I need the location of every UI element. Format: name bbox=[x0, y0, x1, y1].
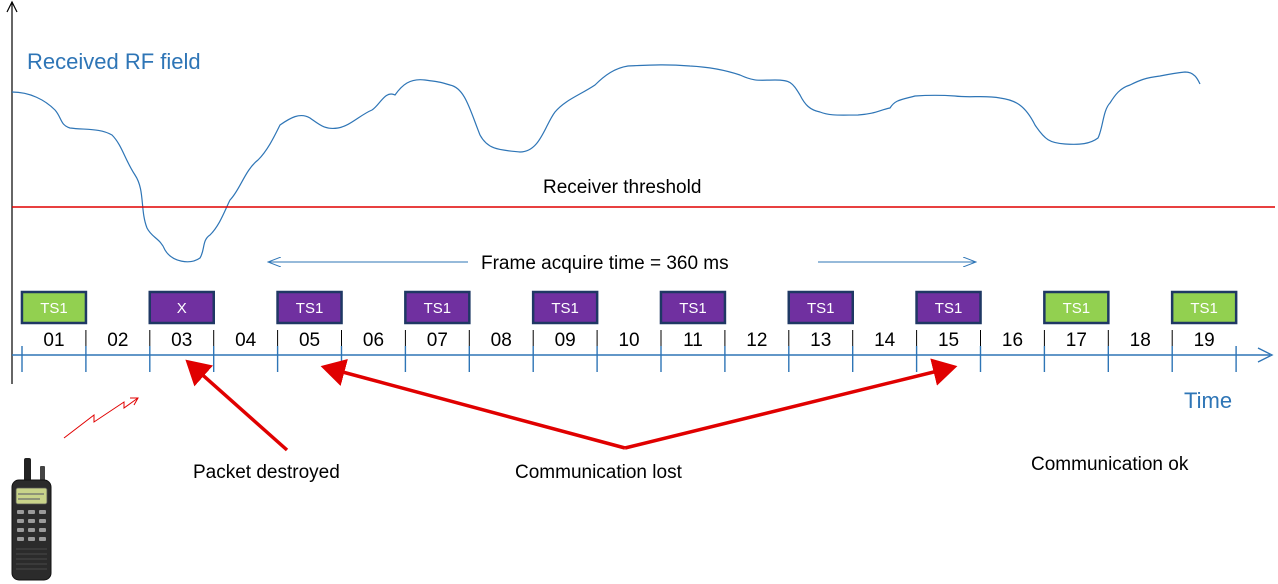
communication-ok-label: Communication ok bbox=[1031, 454, 1189, 475]
slot-number: 09 bbox=[555, 330, 576, 351]
slot-number: 07 bbox=[427, 330, 448, 351]
packet-lost: TS1 bbox=[276, 290, 343, 325]
packet-label: TS1 bbox=[935, 300, 963, 317]
packet-box bbox=[531, 290, 599, 325]
slot-number: 10 bbox=[618, 330, 639, 351]
packet-label: TS1 bbox=[679, 300, 707, 317]
packet-box bbox=[148, 290, 215, 325]
packet-box bbox=[915, 290, 982, 325]
packet-destroyed-label: Packet destroyed bbox=[193, 462, 340, 483]
packet-destroyed: X bbox=[148, 290, 215, 325]
lightning-signal-icon bbox=[63, 397, 139, 439]
time-axis-arrowhead bbox=[1257, 347, 1274, 363]
packet-label: TS1 bbox=[40, 300, 68, 317]
slot-number: 16 bbox=[1002, 330, 1023, 351]
time-slots: 01 02 03 04 05 06 07 08 09 10 11 12 13 14 15 16 17 18 19 bbox=[21, 330, 1237, 372]
slot-number: 06 bbox=[363, 330, 384, 351]
packet-label: TS1 bbox=[296, 300, 324, 317]
slot-number: 04 bbox=[235, 330, 257, 351]
packet-lost: TS1 bbox=[659, 290, 727, 325]
threshold-label: Receiver threshold bbox=[543, 177, 701, 198]
slot-number: 19 bbox=[1194, 330, 1215, 351]
slot-number: 03 bbox=[171, 330, 192, 351]
rf-field-curve bbox=[11, 64, 1201, 263]
rf-field-label: Received RF field bbox=[27, 49, 201, 74]
packet-lost: TS1 bbox=[787, 290, 854, 325]
packet-ok: TS1 bbox=[1170, 290, 1238, 325]
time-label: Time bbox=[1184, 388, 1232, 413]
packet-lost: TS1 bbox=[404, 290, 471, 325]
slot-number: 15 bbox=[938, 330, 959, 351]
slot-number: 13 bbox=[810, 330, 831, 351]
packet-label: TS1 bbox=[1190, 300, 1218, 317]
slot-number: 12 bbox=[746, 330, 767, 351]
packet-label: TS1 bbox=[1063, 300, 1091, 317]
packet-label: TS1 bbox=[424, 300, 452, 317]
packet-label: TS1 bbox=[551, 300, 579, 317]
slot-number: 14 bbox=[874, 330, 896, 351]
slot-number: 05 bbox=[299, 330, 320, 351]
frame-acquire-label: Frame acquire time = 360 ms bbox=[481, 253, 729, 274]
communication-lost-label: Communication lost bbox=[515, 462, 683, 483]
packet-ok: TS1 bbox=[1043, 290, 1110, 325]
packet-label: TS1 bbox=[807, 300, 835, 317]
packet-box bbox=[1170, 290, 1238, 325]
packet-box bbox=[276, 290, 343, 325]
packet-ok: TS1 bbox=[20, 290, 88, 325]
packet-lost: TS1 bbox=[915, 290, 982, 325]
packet-box bbox=[1043, 290, 1110, 325]
communication-lost-arrow-right bbox=[624, 358, 958, 450]
packet-box bbox=[787, 290, 854, 325]
slot-number: 02 bbox=[107, 330, 128, 351]
slot-number: 08 bbox=[491, 330, 512, 351]
slot-number: 11 bbox=[683, 330, 703, 351]
packet-box bbox=[20, 290, 88, 325]
slot-number: 18 bbox=[1130, 330, 1151, 351]
packets: TS1 X TS1 TS1 TS1 TS1 TS1 TS1 TS1 TS1 bbox=[20, 290, 1238, 325]
handheld-radio-icon bbox=[11, 458, 52, 581]
packet-lost: TS1 bbox=[531, 290, 599, 325]
slot-number: 01 bbox=[43, 330, 64, 351]
slot-number: 17 bbox=[1066, 330, 1087, 351]
packet-label: X bbox=[177, 300, 187, 317]
packet-destroyed-arrow bbox=[185, 359, 289, 452]
vertical-axis-arrowhead bbox=[6, 0, 18, 13]
packet-box bbox=[404, 290, 471, 325]
packet-box bbox=[659, 290, 727, 325]
communication-lost-arrow-left bbox=[320, 358, 626, 450]
